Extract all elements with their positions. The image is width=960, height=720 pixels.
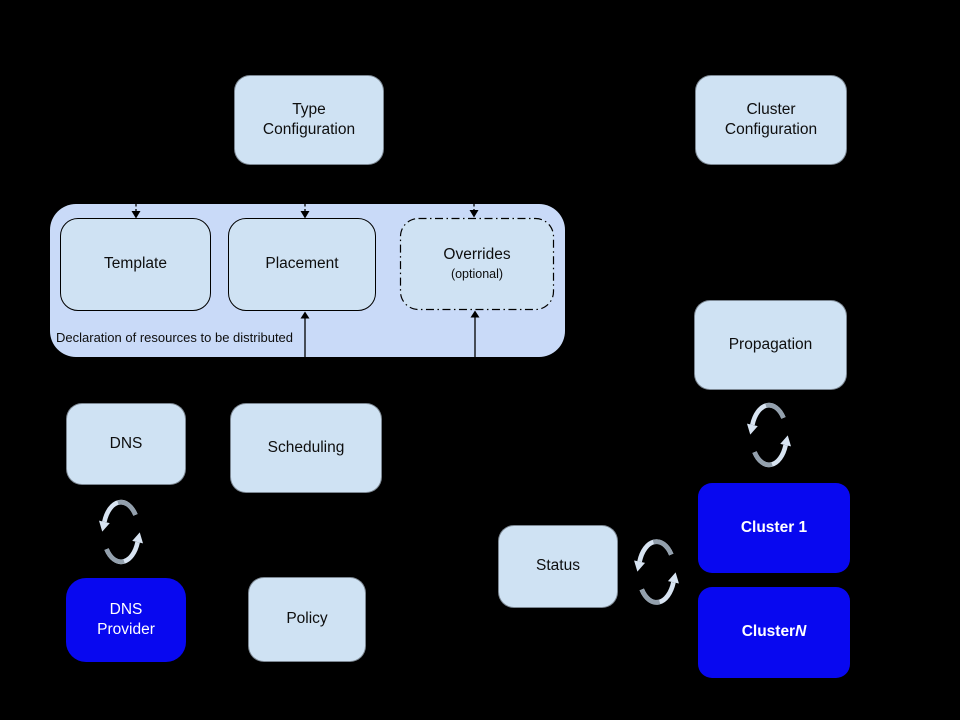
dns-provider-box: DNS Provider [66, 578, 186, 662]
sync-cycle-icon [747, 405, 791, 465]
type-configuration-box: Type Configuration [234, 75, 384, 165]
overrides-label: Overrides [443, 246, 511, 264]
placement-box: Placement [228, 218, 376, 311]
declaration-caption: Declaration of resources to be distribut… [56, 330, 294, 345]
cluster-n-label-prefix: Cluster [741, 623, 796, 641]
status-box: Status [498, 525, 618, 608]
overrides-box: Overrides (optional) [400, 218, 554, 310]
overrides-sublabel: (optional) [450, 267, 504, 282]
sync-cycle-icon [634, 542, 679, 603]
cluster-n-label-suffix: N [795, 623, 807, 641]
dns-box: DNS [66, 403, 186, 485]
policy-box: Policy [248, 577, 366, 662]
sync-cycle-icon [99, 502, 143, 562]
scheduling-box: Scheduling [230, 403, 382, 493]
propagation-box: Propagation [694, 300, 847, 390]
cluster-configuration-box: Cluster Configuration [695, 75, 847, 165]
template-box: Template [60, 218, 211, 311]
cluster-n-box: Cluster N [698, 587, 850, 678]
cluster-1-box: Cluster 1 [698, 483, 850, 573]
